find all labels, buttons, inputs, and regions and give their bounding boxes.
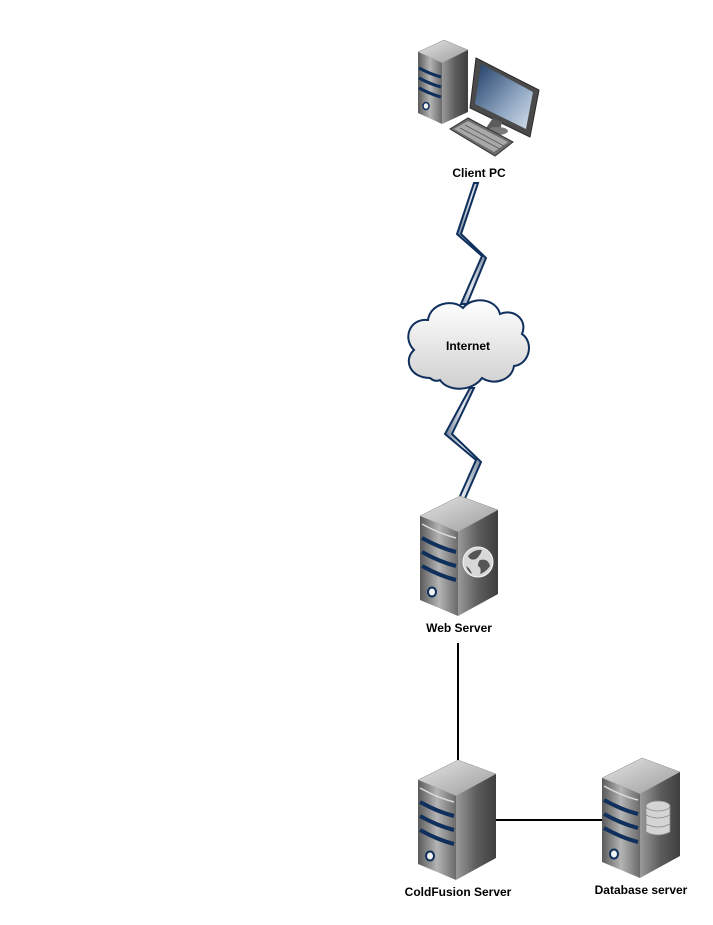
node-coldfusion-server: ColdFusion Server (405, 758, 512, 899)
desktop-computer-icon (417, 39, 540, 157)
coldfusion-server-label: ColdFusion Server (405, 885, 512, 899)
internet-label: Internet (446, 339, 490, 353)
database-server-icon (600, 756, 682, 880)
web-server-label: Web Server (426, 621, 492, 635)
node-client-pc: Client PC (417, 39, 540, 180)
node-internet: Internet (407, 299, 530, 390)
cloud-icon (407, 299, 530, 390)
client-pc-label: Client PC (452, 166, 506, 180)
node-web-server: Web Server (418, 494, 500, 635)
node-database-server: Database server (595, 756, 688, 897)
lightning-connector-client-internet (455, 182, 488, 305)
server-icon (416, 758, 498, 882)
lightning-connector-internet-webserver (443, 387, 483, 504)
web-server-icon (418, 494, 500, 618)
database-server-label: Database server (595, 883, 688, 897)
